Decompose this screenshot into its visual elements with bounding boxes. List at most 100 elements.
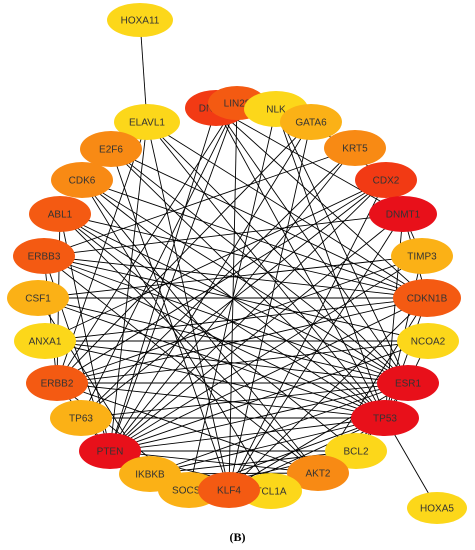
node-ellipse-akt2 (287, 455, 349, 491)
node-ellipse-bcl2 (325, 433, 387, 469)
node-label-ikbkb: IKBKB (135, 470, 165, 481)
node-ellipse-klf4 (198, 472, 260, 508)
node-ellipse-cdkn1b (393, 279, 461, 317)
node-ellipse-elavl1 (114, 104, 180, 140)
edge-cdkn1b-anxa1 (44, 297, 428, 342)
edge-dnmt1-pten (109, 213, 404, 452)
node-ellipse-gata6 (280, 104, 342, 140)
node-esr1: ESR1 (377, 365, 439, 401)
node-tp53: TP53 (351, 400, 419, 436)
node-label-hoxa11: HOXA11 (121, 16, 160, 27)
node-gata6: GATA6 (280, 104, 342, 140)
node-ellipse-anxa1 (14, 323, 76, 359)
edge-abl1-tp53 (59, 213, 386, 419)
node-label-tp63: TP63 (69, 414, 93, 425)
node-ellipse-cdx2 (355, 162, 417, 198)
node-label-timp3: TIMP3 (407, 252, 437, 263)
node-ellipse-csf1 (7, 280, 69, 316)
edge-dnmt1-erbb3 (43, 213, 404, 257)
edge-abl1-cdkn1b (59, 213, 428, 299)
node-label-cdx2: CDX2 (373, 176, 400, 187)
edge-pten-akt2 (109, 450, 319, 474)
edge-anxa1-esr1 (44, 340, 409, 384)
node-label-erbb3: ERBB3 (28, 252, 61, 263)
edge-cdk6-cdkn1b (81, 179, 428, 299)
edge-e2f6-cdkn1b (110, 148, 428, 299)
network-nodes: HOXA11DNMT3LIN28NLKELAVL1GATA6E2F6KRT5CD… (7, 3, 467, 524)
node-erbb3: ERBB3 (13, 238, 75, 274)
node-label-cdk6: CDK6 (69, 176, 96, 187)
node-ellipse-cdk6 (51, 162, 113, 198)
node-klf4: KLF4 (198, 472, 260, 508)
edge-nlk-tp53 (275, 108, 386, 419)
node-label-esr1: ESR1 (395, 379, 422, 390)
edge-erbb3-ncoa2 (43, 255, 429, 342)
node-ellipse-dnmt1 (369, 196, 437, 232)
edge-timp3-csf1 (37, 255, 423, 299)
node-timp3: TIMP3 (391, 238, 453, 274)
node-csf1: CSF1 (7, 280, 69, 316)
node-cdkn1b: CDKN1B (393, 279, 461, 317)
node-label-abl1: ABL1 (48, 210, 73, 221)
node-e2f6: E2F6 (80, 131, 142, 167)
node-label-gata6: GATA6 (295, 118, 327, 129)
edge-dnmt3-esr1 (215, 107, 409, 384)
node-ellipse-hoxa11 (107, 3, 173, 37)
node-label-akt2: AKT2 (305, 469, 330, 480)
node-ellipse-tp53 (351, 400, 419, 436)
edge-gata6-erbb2 (56, 121, 312, 384)
edge-cdx2-klf4 (228, 179, 387, 491)
node-label-hoxa5: HOXA5 (420, 504, 454, 515)
node-label-e2f6: E2F6 (99, 145, 123, 156)
edge-ncoa2-erbb2 (56, 340, 429, 384)
edge-erbb3-esr1 (43, 255, 409, 384)
figure-caption: (B) (229, 530, 246, 544)
node-ellipse-erbb3 (13, 238, 75, 274)
edge-erbb3-cdkn1b (43, 255, 428, 299)
edge-esr1-pten (109, 382, 409, 452)
node-akt2: AKT2 (287, 455, 349, 491)
node-label-cdkn1b: CDKN1B (407, 294, 448, 305)
node-label-csf1: CSF1 (25, 294, 51, 305)
node-label-elavl1: ELAVL1 (129, 118, 165, 129)
edge-dnmt3-pten (109, 107, 217, 452)
edge-cdx2-tp63 (80, 179, 387, 419)
node-tp63: TP63 (50, 400, 112, 436)
node-hoxa11: HOXA11 (107, 3, 173, 37)
edge-abl1-akt2 (59, 213, 319, 474)
edge-esr1-tp63 (80, 382, 409, 419)
node-label-krt5: KRT5 (342, 144, 368, 155)
edge-gata6-pten (109, 121, 312, 452)
edge-erbb3-tp53 (43, 255, 386, 419)
node-bcl2: BCL2 (325, 433, 387, 469)
edge-erbb3-erbb2 (43, 255, 58, 384)
edge-cdx2-anxa1 (44, 179, 387, 342)
node-ellipse-ncoa2 (397, 323, 459, 359)
node-ellipse-abl1 (29, 196, 91, 232)
node-ellipse-tp63 (50, 400, 112, 436)
edge-abl1-bcl2 (59, 213, 357, 452)
edge-cdkn1b-pten (109, 297, 428, 452)
node-label-tcl1a: TCL1A (255, 487, 286, 498)
gene-network-diagram: HOXA11DNMT3LIN28NLKELAVL1GATA6E2F6KRT5CD… (7, 3, 467, 524)
node-label-tp53: TP53 (373, 414, 397, 425)
node-ellipse-erbb2 (26, 365, 88, 401)
edge-ncoa2-pten (109, 340, 429, 452)
edge-e2f6-klf4 (110, 148, 230, 491)
node-dnmt1: DNMT1 (369, 196, 437, 232)
edge-cdx2-pten (109, 179, 387, 452)
edge-krt5-erbb3 (43, 147, 356, 257)
node-cdx2: CDX2 (355, 162, 417, 198)
edge-tp53-pten (109, 417, 386, 452)
node-ellipse-krt5 (324, 130, 386, 166)
node-label-dnmt1: DNMT1 (386, 210, 421, 221)
edge-cdk6-tcl1a (81, 179, 272, 492)
node-label-lin28: LIN28 (224, 99, 251, 110)
node-label-erbb2: ERBB2 (41, 379, 74, 390)
node-ellipse-pten (79, 433, 141, 469)
edge-elavl1-esr1 (146, 121, 409, 384)
node-hoxa5: HOXA5 (407, 492, 467, 524)
edge-cdkn1b-erbb2 (56, 297, 428, 384)
edge-elavl1-pten (109, 121, 148, 452)
edge-csf1-tp53 (37, 297, 386, 419)
